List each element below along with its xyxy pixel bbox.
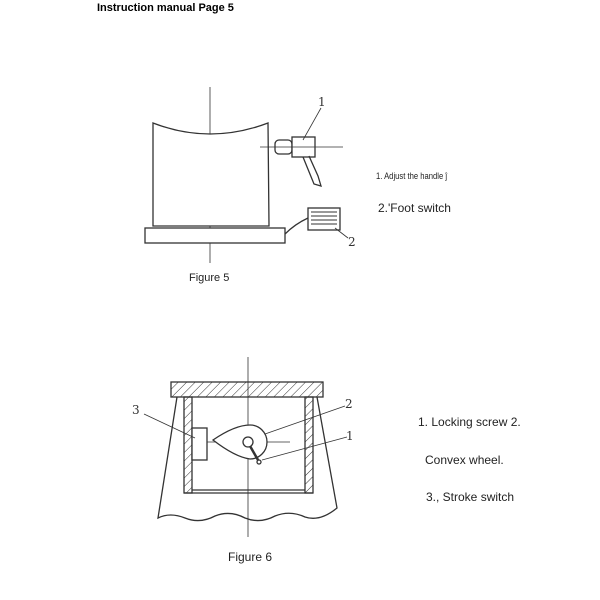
figure6-legend-2: Convex wheel. bbox=[425, 453, 504, 467]
callout-3: 3 bbox=[132, 403, 140, 417]
figure5-legend-1: 1. Adjust the handle ĵ bbox=[376, 171, 448, 181]
figure6-legend-3: 3., Stroke switch bbox=[426, 490, 515, 504]
page-header: Instruction manual Page 5 bbox=[97, 2, 234, 14]
figure6-legend-1: 1. Locking screw 2. bbox=[418, 415, 521, 429]
figure6-caption: Figure 6 bbox=[228, 550, 273, 564]
callout-2: 2 bbox=[348, 235, 356, 249]
figure5-caption: Figure 5 bbox=[189, 272, 230, 284]
figure-5-drawing bbox=[144, 87, 349, 263]
figure5-legend-2: 2.'Foot switch bbox=[378, 201, 451, 215]
figure-6-drawing bbox=[143, 357, 348, 537]
callout-1: 1 bbox=[346, 429, 354, 443]
callout-2: 2 bbox=[345, 397, 353, 411]
callout-1: 1 bbox=[318, 95, 326, 109]
